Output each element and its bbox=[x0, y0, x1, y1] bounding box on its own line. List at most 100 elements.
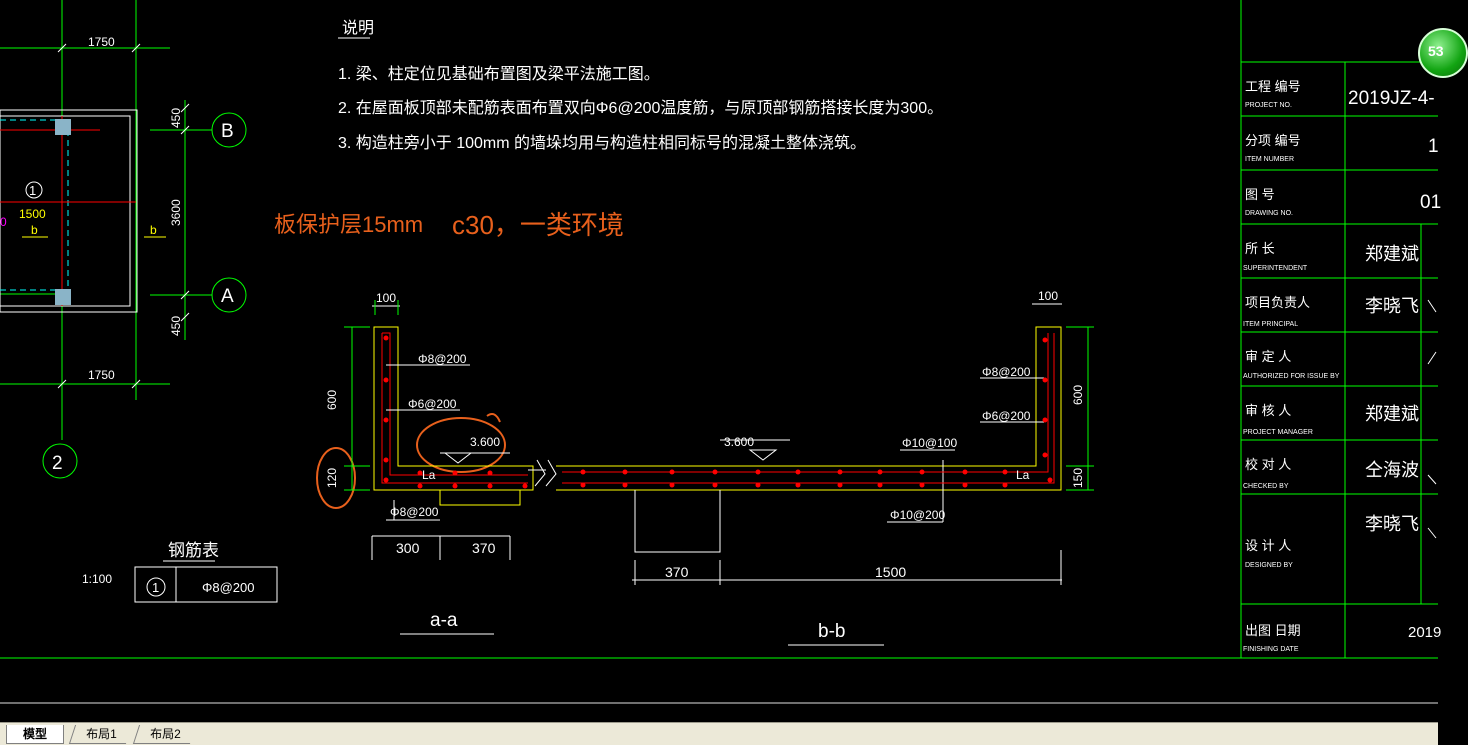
a-dim-120: 120 bbox=[325, 468, 339, 488]
b-rebar-1: Φ8@200 bbox=[982, 365, 1031, 379]
svg-text:ITEM PRINCIPAL: ITEM PRINCIPAL bbox=[1243, 321, 1298, 328]
grid-axis-2: 2 bbox=[52, 453, 63, 474]
rebar-table-title: 钢筋表 bbox=[168, 541, 219, 560]
b-rebar-top: Φ10@100 bbox=[902, 436, 957, 450]
svg-text:AUTHORIZED FOR ISSUE BY: AUTHORIZED FOR ISSUE BY bbox=[1243, 373, 1340, 380]
tb-row-authorized: 审 定 人 AUTHORIZED FOR ISSUE BY bbox=[1243, 349, 1340, 380]
a-rebar-1: Φ8@200 bbox=[418, 352, 467, 366]
rebar-table-spec: Φ8@200 bbox=[202, 580, 255, 595]
tb-row-item-principal: 项目负责人 ITEM PRINCIPAL 李晓飞 bbox=[1243, 295, 1419, 328]
section-b-b bbox=[545, 303, 1094, 646]
a-section-title: a-a bbox=[430, 610, 458, 631]
section-a-a bbox=[344, 300, 546, 635]
drawing-frame bbox=[0, 0, 1438, 704]
label-b-right: b bbox=[150, 223, 157, 237]
svg-text:项目负责人: 项目负责人 bbox=[1245, 295, 1310, 310]
note-item-1: 1. 梁、柱定位见基础布置图及梁平法施工图。 bbox=[338, 65, 660, 83]
svg-text:CHECKED BY: CHECKED BY bbox=[1243, 483, 1289, 490]
annotation-concrete: c30，一类环境 bbox=[452, 210, 624, 240]
item-number: 1 bbox=[1428, 136, 1439, 157]
tab-layout2[interactable]: 布局2 bbox=[132, 725, 197, 744]
edge-label-zero: 0 bbox=[0, 215, 7, 229]
svg-text:审 核 人: 审 核 人 bbox=[1245, 403, 1291, 418]
a-dim-300: 300 bbox=[396, 540, 420, 556]
rebar-table bbox=[134, 560, 278, 603]
checker-signature: 仝海波 bbox=[1365, 460, 1419, 480]
finishing-date: 2019 bbox=[1408, 624, 1441, 641]
label-b-left: b bbox=[31, 223, 38, 237]
b-elevation: 3.600 bbox=[724, 435, 754, 449]
a-lap-length: La bbox=[422, 468, 436, 482]
superintendent-signature: 郑建斌 bbox=[1365, 244, 1419, 264]
note-item-3: 3. 构造柱旁小于 100mm 的墙垛均用与构造柱相同标号的混凝土整体浇筑。 bbox=[338, 134, 866, 152]
a-dim-370: 370 bbox=[472, 540, 496, 556]
tb-row-item-number: 分项 编号 ITEM NUMBER 1 bbox=[1245, 133, 1439, 163]
svg-text:出图 日期: 出图 日期 bbox=[1245, 623, 1301, 638]
b-lap-length: La bbox=[1016, 468, 1030, 482]
annotation-cover: 板保护层15mm bbox=[274, 212, 423, 237]
tb-row-checked-by: 校 对 人 CHECKED BY 仝海波 bbox=[1243, 457, 1419, 490]
note-item-2: 2. 在屋面板顶部未配筋表面布置双向Φ6@200温度筋，与原顶部钢筋搭接长度为3… bbox=[338, 99, 943, 117]
svg-text:SUPERINTENDENT: SUPERINTENDENT bbox=[1243, 265, 1308, 272]
svg-text:FINISHING DATE: FINISHING DATE bbox=[1243, 646, 1299, 653]
svg-text:设 计 人: 设 计 人 bbox=[1245, 538, 1291, 553]
b-rebar-bottom: Φ10@200 bbox=[890, 508, 945, 522]
dim-450-top: 450 bbox=[169, 108, 183, 128]
svg-text:所 长: 所 长 bbox=[1245, 241, 1275, 256]
principal-signature: 李晓飞 bbox=[1365, 296, 1419, 316]
tab-model[interactable]: 模型 bbox=[6, 725, 64, 744]
slab-mark-1: 1 bbox=[29, 183, 36, 198]
b-dim-1500: 1500 bbox=[875, 564, 906, 580]
a-rebar-bottom: Φ8@200 bbox=[390, 505, 439, 519]
a-dim-100: 100 bbox=[376, 291, 396, 305]
dim-1750-top: 1750 bbox=[88, 35, 115, 49]
svg-text:DRAWING NO.: DRAWING NO. bbox=[1245, 210, 1293, 217]
notes-title: 说明 bbox=[342, 19, 374, 37]
project-number: 2019JZ-4- bbox=[1348, 88, 1435, 109]
b-dim-370: 370 bbox=[665, 564, 689, 580]
drawing-number: 01 bbox=[1420, 192, 1441, 213]
tb-row-project-no: 工程 编号 PROJECT NO. 2019JZ-4- bbox=[1245, 79, 1435, 109]
markup-annotation: 板保护层15mm c30，一类环境 bbox=[274, 210, 624, 509]
drawing-scale: 1:100 bbox=[82, 572, 112, 586]
b-section-title: b-b bbox=[818, 621, 845, 642]
plan-view bbox=[0, 0, 247, 479]
cad-model-space[interactable]: 1750 1750 450 3600 450 1 1500 b b 0 B A … bbox=[0, 0, 1441, 722]
b-dim-600: 600 bbox=[1071, 385, 1085, 405]
tb-row-drawing-no: 图 号 DRAWING NO. 01 bbox=[1245, 187, 1441, 217]
tb-row-finishing-date: 出图 日期 FINISHING DATE 2019 bbox=[1243, 623, 1441, 653]
dim-1500-plan: 1500 bbox=[19, 207, 46, 221]
rebar-table-id: 1 bbox=[152, 580, 159, 595]
markup-circle-120 bbox=[316, 447, 356, 509]
dim-450-bottom: 450 bbox=[169, 316, 183, 336]
markup-circle-elev bbox=[416, 417, 506, 473]
svg-text:分项 编号: 分项 编号 bbox=[1245, 133, 1301, 148]
svg-text:PROJECT NO.: PROJECT NO. bbox=[1245, 102, 1292, 109]
a-rebar-2: Φ6@200 bbox=[408, 397, 457, 411]
svg-text:DESIGNED BY: DESIGNED BY bbox=[1245, 562, 1293, 569]
manager-signature: 郑建斌 bbox=[1365, 404, 1419, 424]
title-block bbox=[1241, 61, 1438, 658]
dim-1750-bottom: 1750 bbox=[88, 368, 115, 382]
grid-axis-B: B bbox=[221, 121, 234, 142]
tb-row-project-manager: 审 核 人 PROJECT MANAGER 郑建斌 bbox=[1243, 403, 1419, 436]
a-elevation: 3.600 bbox=[470, 435, 500, 449]
svg-text:审 定 人: 审 定 人 bbox=[1245, 349, 1291, 364]
b-dim-100: 100 bbox=[1038, 289, 1058, 303]
svg-text:工程 编号: 工程 编号 bbox=[1245, 79, 1301, 94]
tb-row-superintendent: 所 长 SUPERINTENDENT 郑建斌 bbox=[1243, 241, 1419, 272]
grid-axis-A: A bbox=[221, 286, 234, 307]
b-rebar-2: Φ6@200 bbox=[982, 409, 1031, 423]
tb-row-designed-by: 设 计 人 DESIGNED BY 李晓飞 bbox=[1245, 514, 1419, 569]
tab-layout1[interactable]: 布局1 bbox=[68, 725, 133, 744]
b-dim-150: 150 bbox=[1071, 468, 1085, 488]
layout-tab-bar: 模型 布局1 布局2 bbox=[0, 722, 1438, 745]
a-dim-600: 600 bbox=[325, 390, 339, 410]
svg-text:ITEM NUMBER: ITEM NUMBER bbox=[1245, 156, 1294, 163]
svg-text:校 对 人: 校 对 人 bbox=[1245, 457, 1291, 472]
dim-3600: 3600 bbox=[169, 199, 183, 226]
designer-signature: 李晓飞 bbox=[1365, 514, 1419, 534]
svg-text:图 号: 图 号 bbox=[1245, 187, 1275, 202]
svg-text:PROJECT MANAGER: PROJECT MANAGER bbox=[1243, 429, 1313, 436]
notification-badge[interactable]: 53 bbox=[1418, 28, 1468, 78]
